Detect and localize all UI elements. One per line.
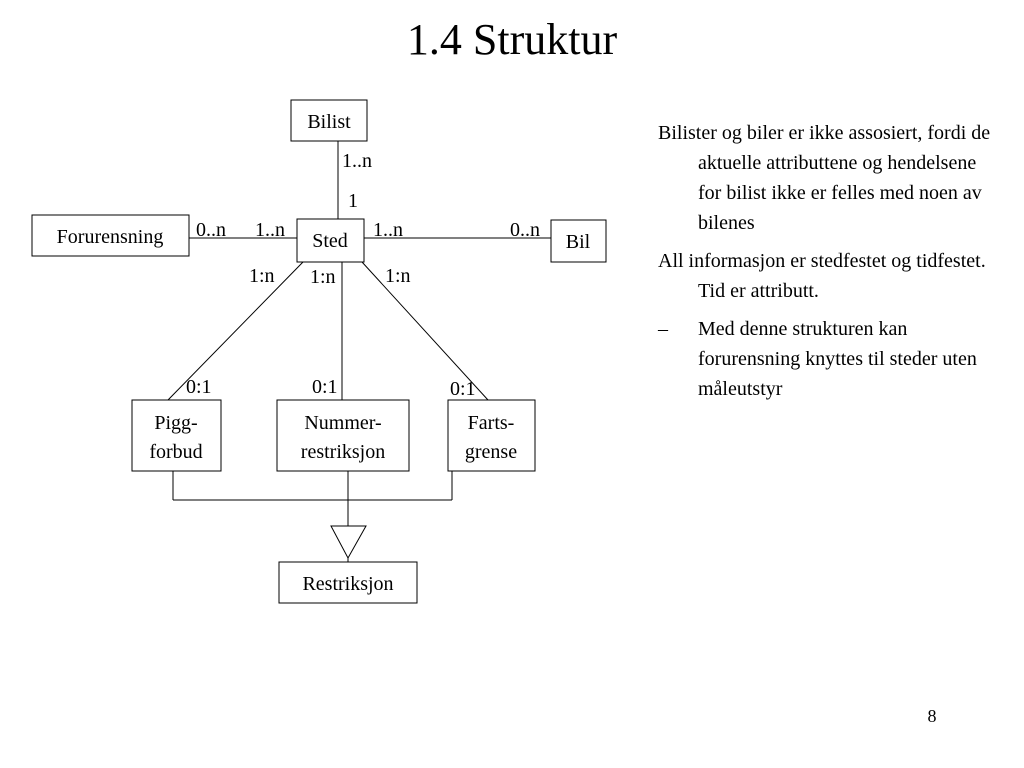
sub-bullet-pollution: – Med denne strukturen kan forurensning … <box>658 314 998 404</box>
bullet-location-time: All informasjon er stedfestet og tidfest… <box>658 250 986 302</box>
line-sted-piggforbud <box>167 261 304 401</box>
entity-restriksjon[interactable]: Restriksjon <box>278 561 418 604</box>
entity-piggforbud-label-2: forbud <box>149 441 202 463</box>
entity-piggforbud[interactable]: Pigg- forbud <box>131 399 222 472</box>
cardinality-sted-to-bil: 1..n <box>373 219 403 241</box>
explanation-text: Bilister og biler er ikke assosiert, for… <box>658 118 998 404</box>
sub-bullet-marker: – <box>658 318 668 340</box>
entity-nummerrestriksjon[interactable]: Nummer- restriksjon <box>276 399 410 472</box>
cardinality-nummer-side: 0:1 <box>312 376 338 398</box>
entity-nummerrestriksjon-label-1: Nummer- <box>304 412 381 434</box>
entity-piggforbud-label-1: Pigg- <box>154 412 197 434</box>
entity-forurensning-label: Forurensning <box>57 226 164 248</box>
cardinality-bil-side: 0..n <box>510 219 540 241</box>
entity-fartsgrense-label-2: grense <box>465 441 517 463</box>
entity-sted[interactable]: Sted <box>296 218 365 263</box>
entity-bilist-label: Bilist <box>307 111 351 133</box>
cardinality-sted-to-nummer: 1:n <box>310 266 336 288</box>
entity-fartsgrense[interactable]: Farts- grense <box>447 399 536 472</box>
entity-nummerrestriksjon-label-2: restriksjon <box>301 441 385 463</box>
cardinality-bilist-side: 1..n <box>342 150 372 172</box>
cardinality-sted-to-bilist: 1 <box>348 190 358 212</box>
cardinality-sted-to-forurensning: 1..n <box>255 219 285 241</box>
cardinality-farts-side: 0:1 <box>450 378 476 400</box>
cardinality-pigg-side: 0:1 <box>186 376 212 398</box>
slide-title: 1.4 Struktur <box>406 15 618 64</box>
inheritance-triangle <box>330 525 367 560</box>
entity-restriksjon-label: Restriksjon <box>302 573 393 595</box>
entity-bil[interactable]: Bil <box>550 219 607 263</box>
entity-forurensning[interactable]: Forurensning <box>31 214 190 257</box>
sub-bullet-text: Med denne strukturen kan forurensning kn… <box>698 318 977 400</box>
entity-bil-label: Bil <box>566 231 591 253</box>
cardinality-forurensning-side: 0..n <box>196 219 226 241</box>
cardinality-sted-to-farts: 1:n <box>385 265 411 287</box>
cardinality-sted-to-pigg: 1:n <box>249 265 275 287</box>
entity-fartsgrense-label-1: Farts- <box>468 412 515 434</box>
line-sted-fartsgrense <box>361 261 489 401</box>
entity-sted-label: Sted <box>312 230 348 252</box>
entity-bilist[interactable]: Bilist <box>290 99 368 142</box>
page-number: 8 <box>927 706 937 726</box>
bullet-associations: Bilister og biler er ikke assosiert, for… <box>658 122 991 234</box>
